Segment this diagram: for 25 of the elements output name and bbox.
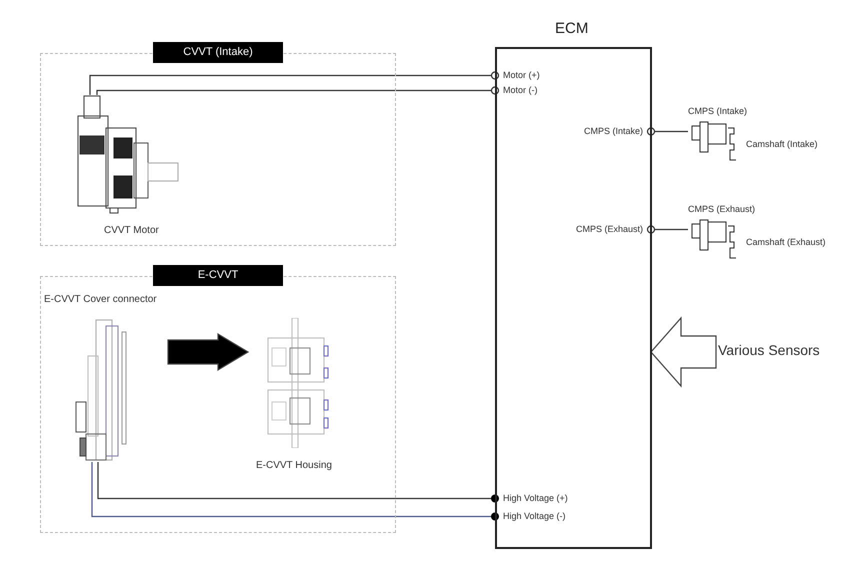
part-label: E-CVVT Housing [256,460,332,471]
group-header: CVVT (Intake) [153,42,283,63]
wire [646,225,688,234]
pin-label: High Voltage (+) [503,492,568,505]
pin-label: CMPS (Intake) [584,125,643,138]
pin-label: Motor (-) [503,84,538,97]
pin-label: CMPS (Exhaust) [576,223,643,236]
group-header: E-CVVT [153,265,283,286]
sensor-label: CMPS (Exhaust) [688,204,756,214]
part-label: E-CVVT Cover connector [44,294,157,305]
wire [97,462,499,502]
wire [646,127,688,136]
pin-label: Motor (+) [503,69,540,82]
part-label: CVVT Motor [104,225,159,236]
wire [91,462,499,520]
sensor-label: CMPS (Intake) [688,106,748,116]
wire [96,86,500,95]
sensor-label: Various Sensors [718,342,820,358]
pin-label: High Voltage (-) [503,510,566,523]
block-arrow [650,316,717,388]
camshaft-label: Camshaft (Exhaust) [746,237,826,247]
block-arrow [167,332,250,372]
ecm-label: ECM [555,20,588,37]
wire [89,71,500,95]
camshaft-label: Camshaft (Intake) [746,139,818,149]
